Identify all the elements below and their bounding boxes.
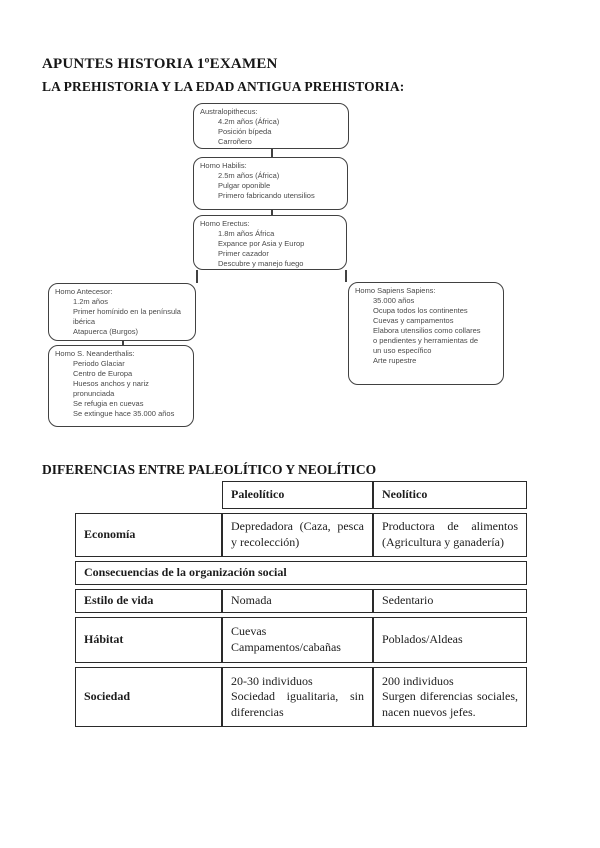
cell-paleolitico: Nomada [222, 589, 373, 613]
box-line: Huesos anchos y nariz [73, 379, 149, 388]
cell-paleolitico: 20-30 individuos Sociedad igualitaria, s… [222, 667, 373, 727]
page-subtitle: LA PREHISTORIA Y LA EDAD ANTIGUA PREHIST… [42, 79, 405, 94]
connector-line [271, 210, 273, 215]
hominid-flowchart: Australopithecus: 4.2m años (África) Pos… [48, 103, 504, 427]
flowchart-box-homo-erectus: Homo Erectus: 1.8m años África Expance p… [193, 215, 347, 270]
table-row: Economía Depredadora (Caza, pesca y reco… [75, 513, 527, 557]
comparison-table: Paleolítico Neolítico Economía Depredado… [75, 477, 527, 731]
flowchart-box-homo-habilis: Homo Habilis: 2.5m años (África) Pulgar … [193, 157, 348, 210]
table-row: Sociedad 20-30 individuos Sociedad igual… [75, 667, 527, 727]
flowchart-box-homo-neanderthal: Homo S. Neanderthalis: Periodo Glaciar C… [48, 345, 194, 427]
box-title: Homo Habilis: [200, 161, 247, 170]
box-line: Cuevas y campamentos [373, 316, 454, 325]
box-line: Se extingue hace 35.000 años [73, 409, 175, 418]
box-line: Primer cazador [218, 249, 269, 258]
box-line: Primero fabricando utensilios [218, 191, 315, 200]
box-line: Posición bípeda [218, 127, 272, 136]
box-line: Atapuerca (Burgos) [73, 327, 139, 336]
box-line: o pendientes y herramientas de [373, 336, 479, 345]
page-title: APUNTES HISTORIA 1ºEXAMEN [42, 56, 278, 72]
row-label: Estilo de vida [75, 589, 222, 613]
box-line: Ocupa todos los continentes [373, 306, 468, 315]
column-header-paleolitico: Paleolítico [222, 481, 373, 509]
row-label: Economía [75, 513, 222, 557]
box-line: Pulgar oponible [218, 181, 271, 190]
box-line: Periodo Glaciar [73, 359, 125, 368]
box-line: 35.000 años [373, 296, 415, 305]
box-line: Elabora utensilios como collares [373, 326, 481, 335]
connector-line [271, 149, 273, 157]
table-row: Estilo de vida Nomada Sedentario [75, 589, 527, 613]
box-line: 4.2m años (África) [218, 117, 280, 126]
cell-neolitico: Productora de alimentos (Agricultura y g… [373, 513, 527, 557]
connector-line [196, 270, 198, 283]
box-title: Homo S. Neanderthalis: [55, 349, 135, 358]
cell-neolitico: Sedentario [373, 589, 527, 613]
box-line: 1.8m años África [218, 229, 275, 238]
cell-neolitico: 200 individuos Surgen diferencias social… [373, 667, 527, 727]
box-line: Se refugia en cuevas [73, 399, 144, 408]
box-title: Homo Erectus: [200, 219, 250, 228]
box-line: 2.5m años (África) [218, 171, 280, 180]
column-header-neolitico: Neolítico [373, 481, 527, 509]
box-title: Australopithecus: [200, 107, 258, 116]
table-header-row: Paleolítico Neolítico [75, 481, 527, 509]
box-title: Homo Antecesor: [55, 287, 113, 296]
connector-line [345, 270, 347, 282]
cell-paleolitico: Cuevas Campamentos/cabañas [222, 617, 373, 663]
box-line: Centro de Europa [73, 369, 133, 378]
table-title: DIFERENCIAS ENTRE PALEOLÍTICO Y NEOLÍTIC… [42, 462, 377, 477]
box-line: Primer homínido en la península [73, 307, 181, 316]
section-label: Consecuencias de la organización social [75, 561, 527, 585]
box-line: un uso específico [373, 346, 432, 355]
flowchart-box-homo-sapiens-sapiens: Homo Sapiens Sapiens: 35.000 años Ocupa … [348, 282, 504, 385]
row-label: Sociedad [75, 667, 222, 727]
box-line: Descubre y manejo fuego [218, 259, 304, 268]
empty-header-cell [75, 481, 222, 509]
cell-paleolitico: Depredadora (Caza, pesca y recolección) [222, 513, 373, 557]
box-title: Homo Sapiens Sapiens: [355, 286, 436, 295]
table-row: Hábitat Cuevas Campamentos/cabañas Pobla… [75, 617, 527, 663]
box-line: pronunciada [73, 389, 115, 398]
connector-line [122, 341, 124, 345]
box-line: Arte rupestre [373, 356, 417, 365]
box-line: 1.2m años [73, 297, 109, 306]
box-line: ibérica [73, 317, 96, 326]
table-section-row: Consecuencias de la organización social [75, 561, 527, 585]
flowchart-box-australopithecus: Australopithecus: 4.2m años (África) Pos… [193, 103, 349, 149]
cell-neolitico: Poblados/Aldeas [373, 617, 527, 663]
box-line: Carroñero [218, 137, 252, 146]
flowchart-box-homo-antecesor: Homo Antecesor: 1.2m años Primer homínid… [48, 283, 196, 341]
box-line: Expance por Asia y Europ [218, 239, 305, 248]
row-label: Hábitat [75, 617, 222, 663]
